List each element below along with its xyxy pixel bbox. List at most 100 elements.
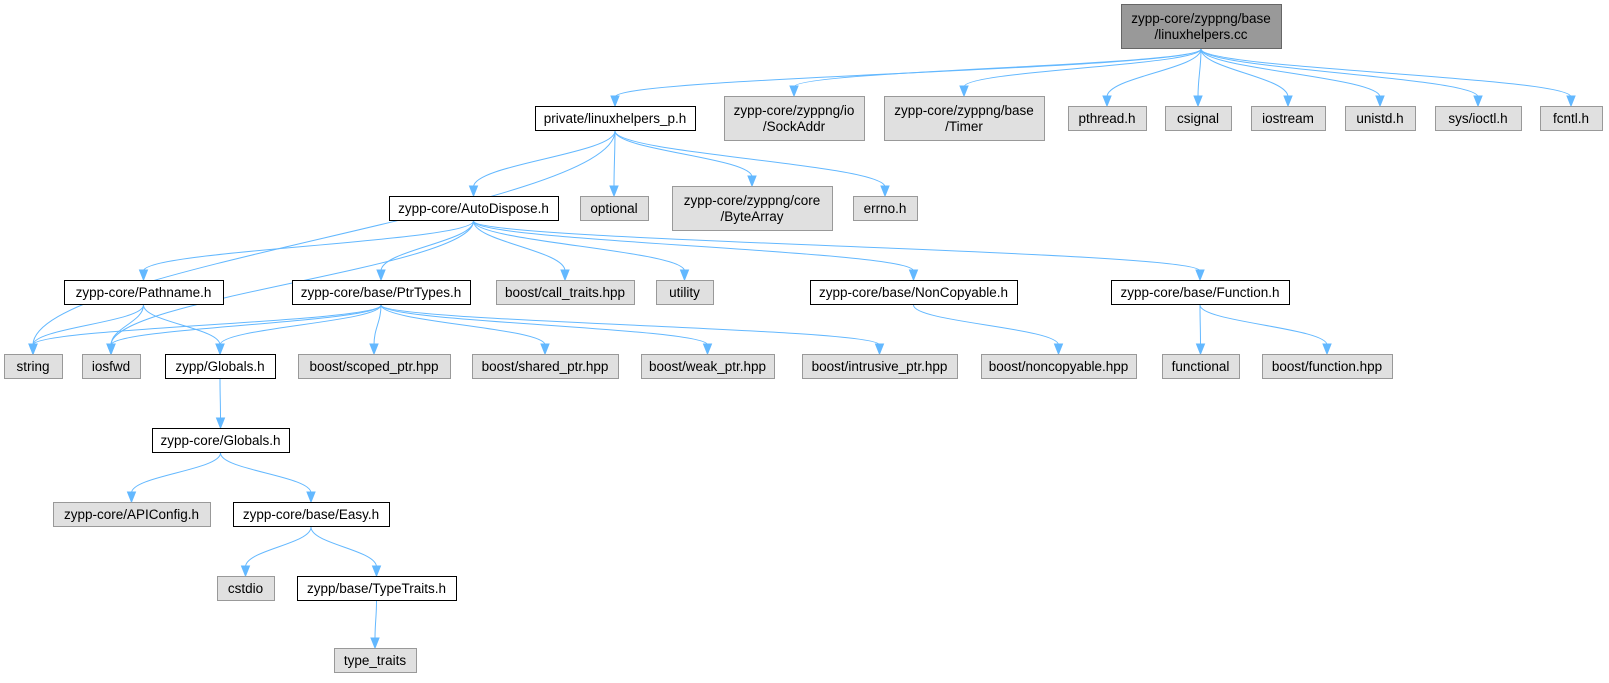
edge-pathname-to-string [28,304,144,356]
arrowhead-icon [1375,95,1385,108]
edge-line [913,304,1059,346]
edge-line [1106,48,1202,98]
edge-line [1197,48,1202,98]
node-easy[interactable]: zypp-core/base/Easy.h [233,502,390,527]
node-noncopyable[interactable]: zypp-core/base/NonCopyable.h [810,280,1018,305]
node-coreglobals[interactable]: zypp-core/Globals.h [152,428,290,453]
node-box [656,280,714,305]
arrowhead-icon [376,269,386,282]
node-label: zypp-core/base/NonCopyable.h [819,285,1008,300]
edge-line [473,130,616,188]
node-calltraits[interactable]: boost/call_traits.hpp [496,280,635,305]
edge-line [614,130,753,178]
node-box [853,196,918,221]
node-string[interactable]: string [4,354,63,379]
arrowhead-icon [609,185,619,198]
node-function[interactable]: zypp-core/base/Function.h [1111,280,1290,305]
node-timer[interactable]: zypp-core/zyppng/base/Timer [884,96,1045,141]
node-iostream[interactable]: iostream [1251,106,1326,131]
node-sharedptr[interactable]: boost/shared_ptr.hpp [472,354,619,379]
node-functional[interactable]: functional [1162,354,1240,379]
node-pthread[interactable]: pthread.h [1068,106,1147,131]
edge-line [310,526,377,568]
node-label: type_traits [344,653,407,668]
node-typetraitsh[interactable]: zypp/base/TypeTraits.h [297,576,457,601]
edge-line [963,48,1202,88]
node-label: errno.h [864,201,907,216]
node-label: boost/weak_ptr.hpp [649,359,766,374]
node-root[interactable]: zypp-core/zyppng/base/linuxhelpers.cc [1121,4,1282,49]
edge-ptrtypes-to-scopedptr [369,304,382,356]
edge-line [1199,304,1328,346]
node-scopedptr[interactable]: boost/scoped_ptr.hpp [298,354,451,379]
node-boostfunction[interactable]: boost/function.hpp [1262,354,1393,379]
node-type_traits[interactable]: type_traits [334,648,417,673]
edge-autodispose-to-function [473,220,1205,282]
node-label: zypp-core/zyppng/io [734,103,855,118]
node-box [298,354,451,379]
edge-line [473,220,1201,272]
arrowhead-icon [468,185,479,198]
node-box [981,354,1137,379]
node-errno[interactable]: errno.h [853,196,918,221]
node-box [1165,106,1232,131]
node-ioctl[interactable]: sys/ioctl.h [1435,106,1522,131]
node-box [1262,354,1393,379]
arrowhead-icon [1322,343,1332,356]
node-label: cstdio [228,581,263,596]
node-boostnoncopyable[interactable]: boost/noncopyable.hpp [981,354,1137,379]
node-sockaddr[interactable]: zypp-core/zyppng/io/SockAddr [724,96,865,141]
node-label: unistd.h [1356,111,1403,126]
edge-root-to-iostream [1200,48,1293,108]
edge-line [473,220,914,272]
edge-coreglobals-to-apiconfig [126,452,221,504]
node-intrusiveptr[interactable]: boost/intrusive_ptr.hpp [802,354,958,379]
arrowhead-icon [1193,95,1203,108]
edge-ptrtypes-to-zyppglobals [215,304,382,356]
node-unistd[interactable]: unistd.h [1345,106,1416,131]
node-ptrtypes[interactable]: zypp-core/base/PtrTypes.h [292,280,471,305]
edge-line [380,304,546,346]
arrowhead-icon [1053,343,1064,356]
node-label: functional [1172,359,1230,374]
arrowhead-icon [1195,343,1206,356]
edge-line [110,304,382,346]
edge-ptrtypes-to-weakptr [380,304,713,356]
node-box [641,354,775,379]
edge-root-to-ioctl [1200,48,1483,108]
node-box [152,428,290,453]
edge-line [1200,48,1479,98]
node-label: zypp-core/Pathname.h [76,285,212,300]
edge-function-to-functional [1195,304,1206,356]
edge-linuxhelpers_p-to-optional [609,130,619,198]
node-utility[interactable]: utility [656,280,714,305]
edge-autodispose-to-utility [473,220,690,282]
node-box [802,354,958,379]
node-cstdio[interactable]: cstdio [217,576,275,601]
nodes-layer: zypp-core/zyppng/base/linuxhelpers.cc pri… [4,4,1603,673]
node-box [334,648,417,673]
node-zyppglobals[interactable]: zypp/Globals.h [165,354,276,379]
node-bytearray[interactable]: zypp-core/zyppng/core/ByteArray [672,186,833,231]
edge-line [373,304,382,346]
edge-ptrtypes-to-intrusiveptr [380,304,885,356]
node-label: boost/function.hpp [1272,359,1382,374]
node-pathname[interactable]: zypp-core/Pathname.h [64,280,224,305]
node-linuxhelpers_p[interactable]: private/linuxhelpers_p.h [535,106,696,131]
node-box [389,196,559,221]
arrowhead-icon [874,343,885,356]
node-label: zypp-core/APIConfig.h [64,507,199,522]
node-weakptr[interactable]: boost/weak_ptr.hpp [641,354,775,379]
node-fcntl[interactable]: fcntl.h [1540,106,1603,131]
edge-zyppglobals-to-coreglobals [215,378,226,430]
node-iosfwd[interactable]: iosfwd [82,354,141,379]
node-label: optional [590,201,637,216]
node-label: private/linuxhelpers_p.h [544,111,687,126]
node-optional[interactable]: optional [580,196,649,221]
node-apiconfig[interactable]: zypp-core/APIConfig.h [53,502,211,527]
node-csignal[interactable]: csignal [1165,106,1232,131]
node-label: sys/ioctl.h [1448,111,1507,126]
node-autodispose[interactable]: zypp-core/AutoDispose.h [389,196,559,221]
edge-function-to-boostfunction [1199,304,1332,356]
edge-line [32,304,144,346]
